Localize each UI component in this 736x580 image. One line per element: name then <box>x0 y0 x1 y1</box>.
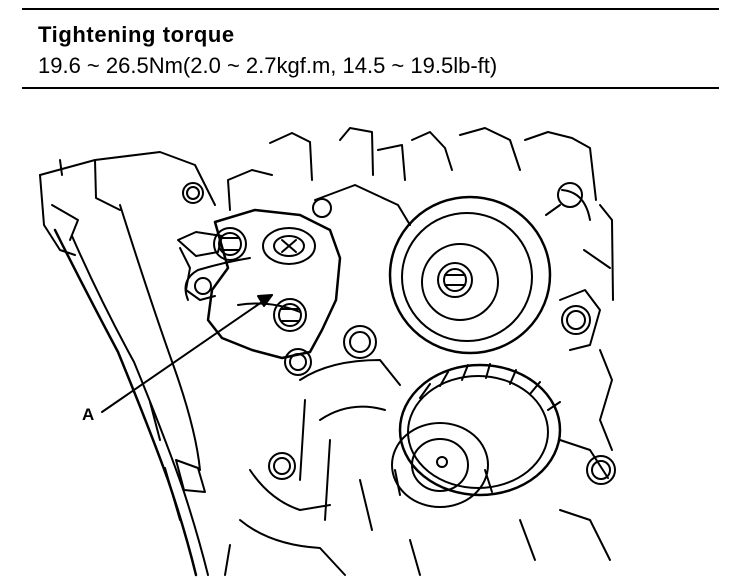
crankshaft-sprocket <box>391 363 562 508</box>
bolt-top-left <box>182 182 204 204</box>
bolt-right-lower <box>586 455 616 485</box>
callout-leader <box>101 294 273 413</box>
tensioner-lower-bolt <box>273 298 307 332</box>
bolts <box>182 182 616 485</box>
bottom-rule <box>22 87 719 89</box>
spec-title: Tightening torque <box>38 22 235 47</box>
tensioner-upper-bolt <box>213 227 247 261</box>
idler-pulley <box>312 184 552 355</box>
tensioner-assembly <box>177 208 342 360</box>
bolt-right-upper <box>561 305 591 335</box>
callout-label-a: A <box>82 405 95 424</box>
top-rule <box>22 8 719 10</box>
spec-value: 19.6 ~ 26.5Nm(2.0 ~ 2.7kgf.m, 14.5 ~ 19.… <box>38 53 498 78</box>
bolt-lower-left <box>284 348 312 376</box>
bolt-center <box>343 325 377 359</box>
bolt-cover-lower <box>268 452 296 480</box>
timing-cover <box>39 151 216 577</box>
engine-block <box>224 127 614 576</box>
